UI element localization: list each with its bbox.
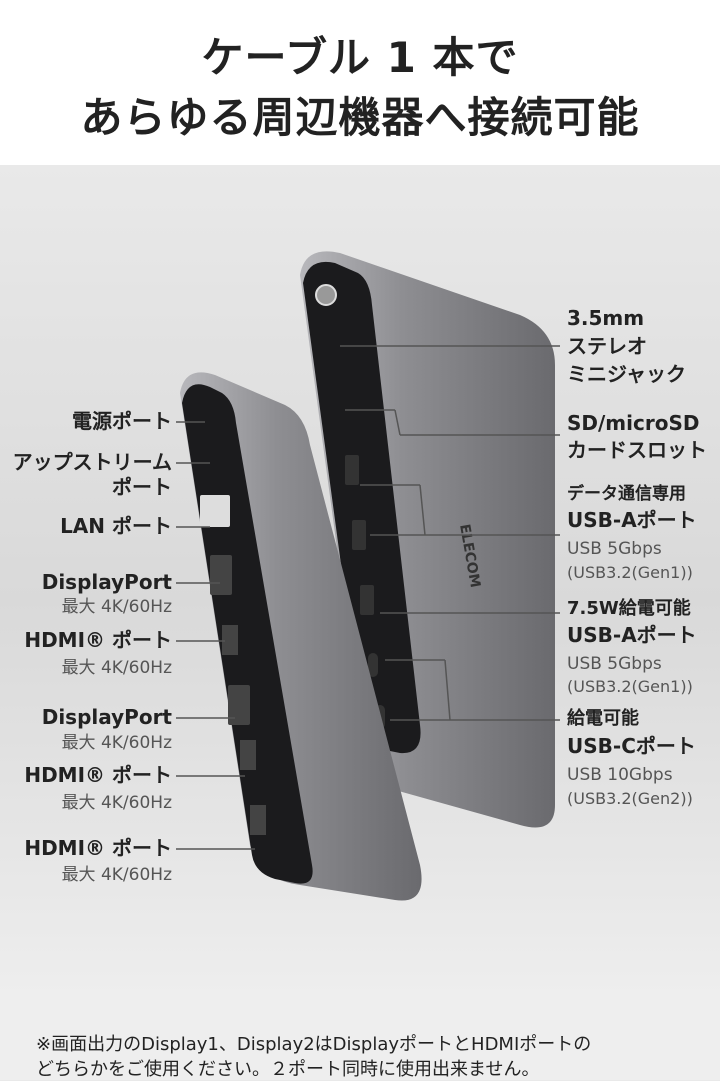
label-power-port: 電源ポート [72, 409, 172, 433]
label-audio-3: ミニジャック [567, 362, 686, 386]
title-line-2: あらゆる周辺機器へ接続可能 [80, 93, 640, 142]
label-usbc-1: 給電可能 [567, 708, 639, 729]
label-audio-2: ステレオ [567, 334, 647, 358]
label-displayport-2: DisplayPort [41, 705, 172, 729]
docking-station-image: ELECOM [176, 251, 560, 901]
label-displayport-1: DisplayPort [41, 570, 172, 594]
spec-usba-power-2: (USB3.2(Gen1)) [567, 677, 693, 696]
label-usba-data-1: データ通信専用 [567, 484, 686, 504]
spec-displayport-1: 最大 4K/60Hz [61, 597, 172, 617]
spec-hdmi-1: 最大 4K/60Hz [61, 658, 172, 678]
footnote-line-1: ※画面出力のDisplay1、Display2はDisplayポートとHDMIポ… [36, 1034, 592, 1055]
label-usba-power-1: 7.5W給電可能 [567, 598, 691, 619]
footnote-line-2: どちらかをご使用ください。２ポート同時に使用出来ません。 [36, 1059, 540, 1080]
spec-usbc-1: USB 10Gbps [567, 765, 673, 785]
leader-lines [176, 345, 560, 850]
label-sd-1: SD/microSD [567, 411, 700, 435]
label-lan-port: LAN ポート [60, 514, 172, 538]
label-audio-1: 3.5mm [567, 306, 645, 330]
spec-hdmi-2: 最大 4K/60Hz [61, 793, 172, 813]
label-usba-power-2: USB-Aポート [567, 623, 697, 647]
spec-usba-power-1: USB 5Gbps [567, 654, 662, 674]
spec-usba-data-1: USB 5Gbps [567, 539, 662, 559]
label-hdmi-2: HDMI® ポート [24, 763, 172, 787]
title-line-1: ケーブル 1 本で [201, 33, 519, 82]
header: ケーブル 1 本で あらゆる周辺機器へ接続可能 [0, 0, 720, 165]
spec-displayport-2: 最大 4K/60Hz [61, 733, 172, 753]
label-hdmi-3: HDMI® ポート [24, 836, 172, 860]
label-upstream-port: アップストリーム [12, 450, 172, 474]
spec-usbc-2: (USB3.2(Gen2)) [567, 789, 693, 808]
label-upstream-port-2: ポート [112, 475, 172, 499]
spec-hdmi-3: 最大 4K/60Hz [61, 865, 172, 885]
front-device [180, 372, 422, 901]
label-hdmi-1: HDMI® ポート [24, 628, 172, 652]
spec-usba-data-2: (USB3.2(Gen1)) [567, 563, 693, 582]
label-usba-data-2: USB-Aポート [567, 508, 697, 532]
label-sd-2: カードスロット [567, 438, 707, 462]
label-usbc-2: USB-Cポート [567, 734, 696, 758]
